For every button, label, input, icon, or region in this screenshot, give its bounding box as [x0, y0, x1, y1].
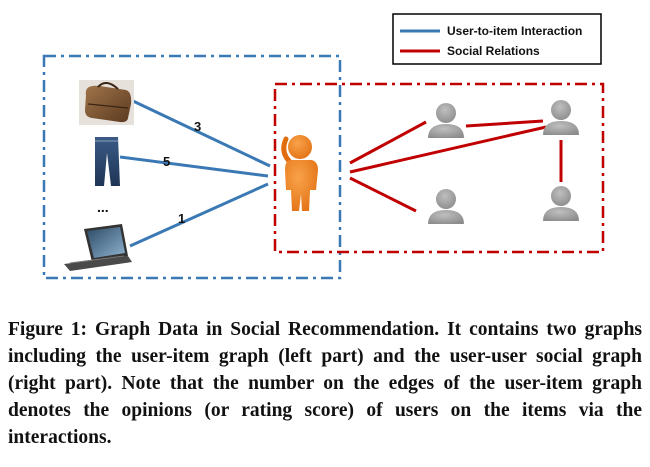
legend-label-social: Social Relations	[447, 44, 540, 58]
edge-user-friend3	[349, 176, 417, 213]
edge-user-friend1	[349, 120, 427, 165]
edge-friend1-friend2	[465, 119, 544, 128]
friend-user-icon	[428, 189, 464, 224]
edge-bag-user	[132, 99, 271, 168]
legend-box	[392, 13, 602, 65]
friend-user-icon	[543, 186, 579, 221]
laptop-icon	[64, 224, 132, 271]
edge-rating-bag: 3	[194, 119, 201, 134]
friend-user-icon	[543, 100, 579, 135]
legend-label-interaction: User-to-item Interaction	[447, 24, 582, 38]
edge-rating-jeans: 5	[163, 154, 170, 169]
edge-jeans-user	[119, 155, 269, 178]
social-edges	[349, 119, 563, 213]
social-graph-region	[273, 82, 605, 254]
user-item-graph-region	[42, 54, 342, 280]
caption-text: Graph Data in Social Recommendation. It …	[8, 319, 642, 448]
edge-laptop-user	[129, 182, 269, 248]
figure-graph: User-to-item Interaction Social Relation…	[42, 13, 605, 280]
friend-user-icon	[428, 103, 464, 138]
user-item-edges	[119, 99, 271, 248]
edge-rating-laptop: 1	[178, 211, 185, 226]
caption-label: Figure 1:	[8, 319, 88, 340]
edge-user-friend2	[349, 125, 547, 174]
graph-diagram: User-to-item Interaction Social Relation…	[42, 13, 605, 280]
target-user-icon	[281, 135, 318, 211]
jeans-icon	[95, 137, 120, 186]
items-ellipsis: ...	[97, 199, 109, 215]
figure-caption: Figure 1: Graph Data in Social Recommend…	[8, 316, 642, 451]
legend: User-to-item Interaction Social Relation…	[392, 13, 602, 65]
bag-icon	[79, 80, 134, 125]
